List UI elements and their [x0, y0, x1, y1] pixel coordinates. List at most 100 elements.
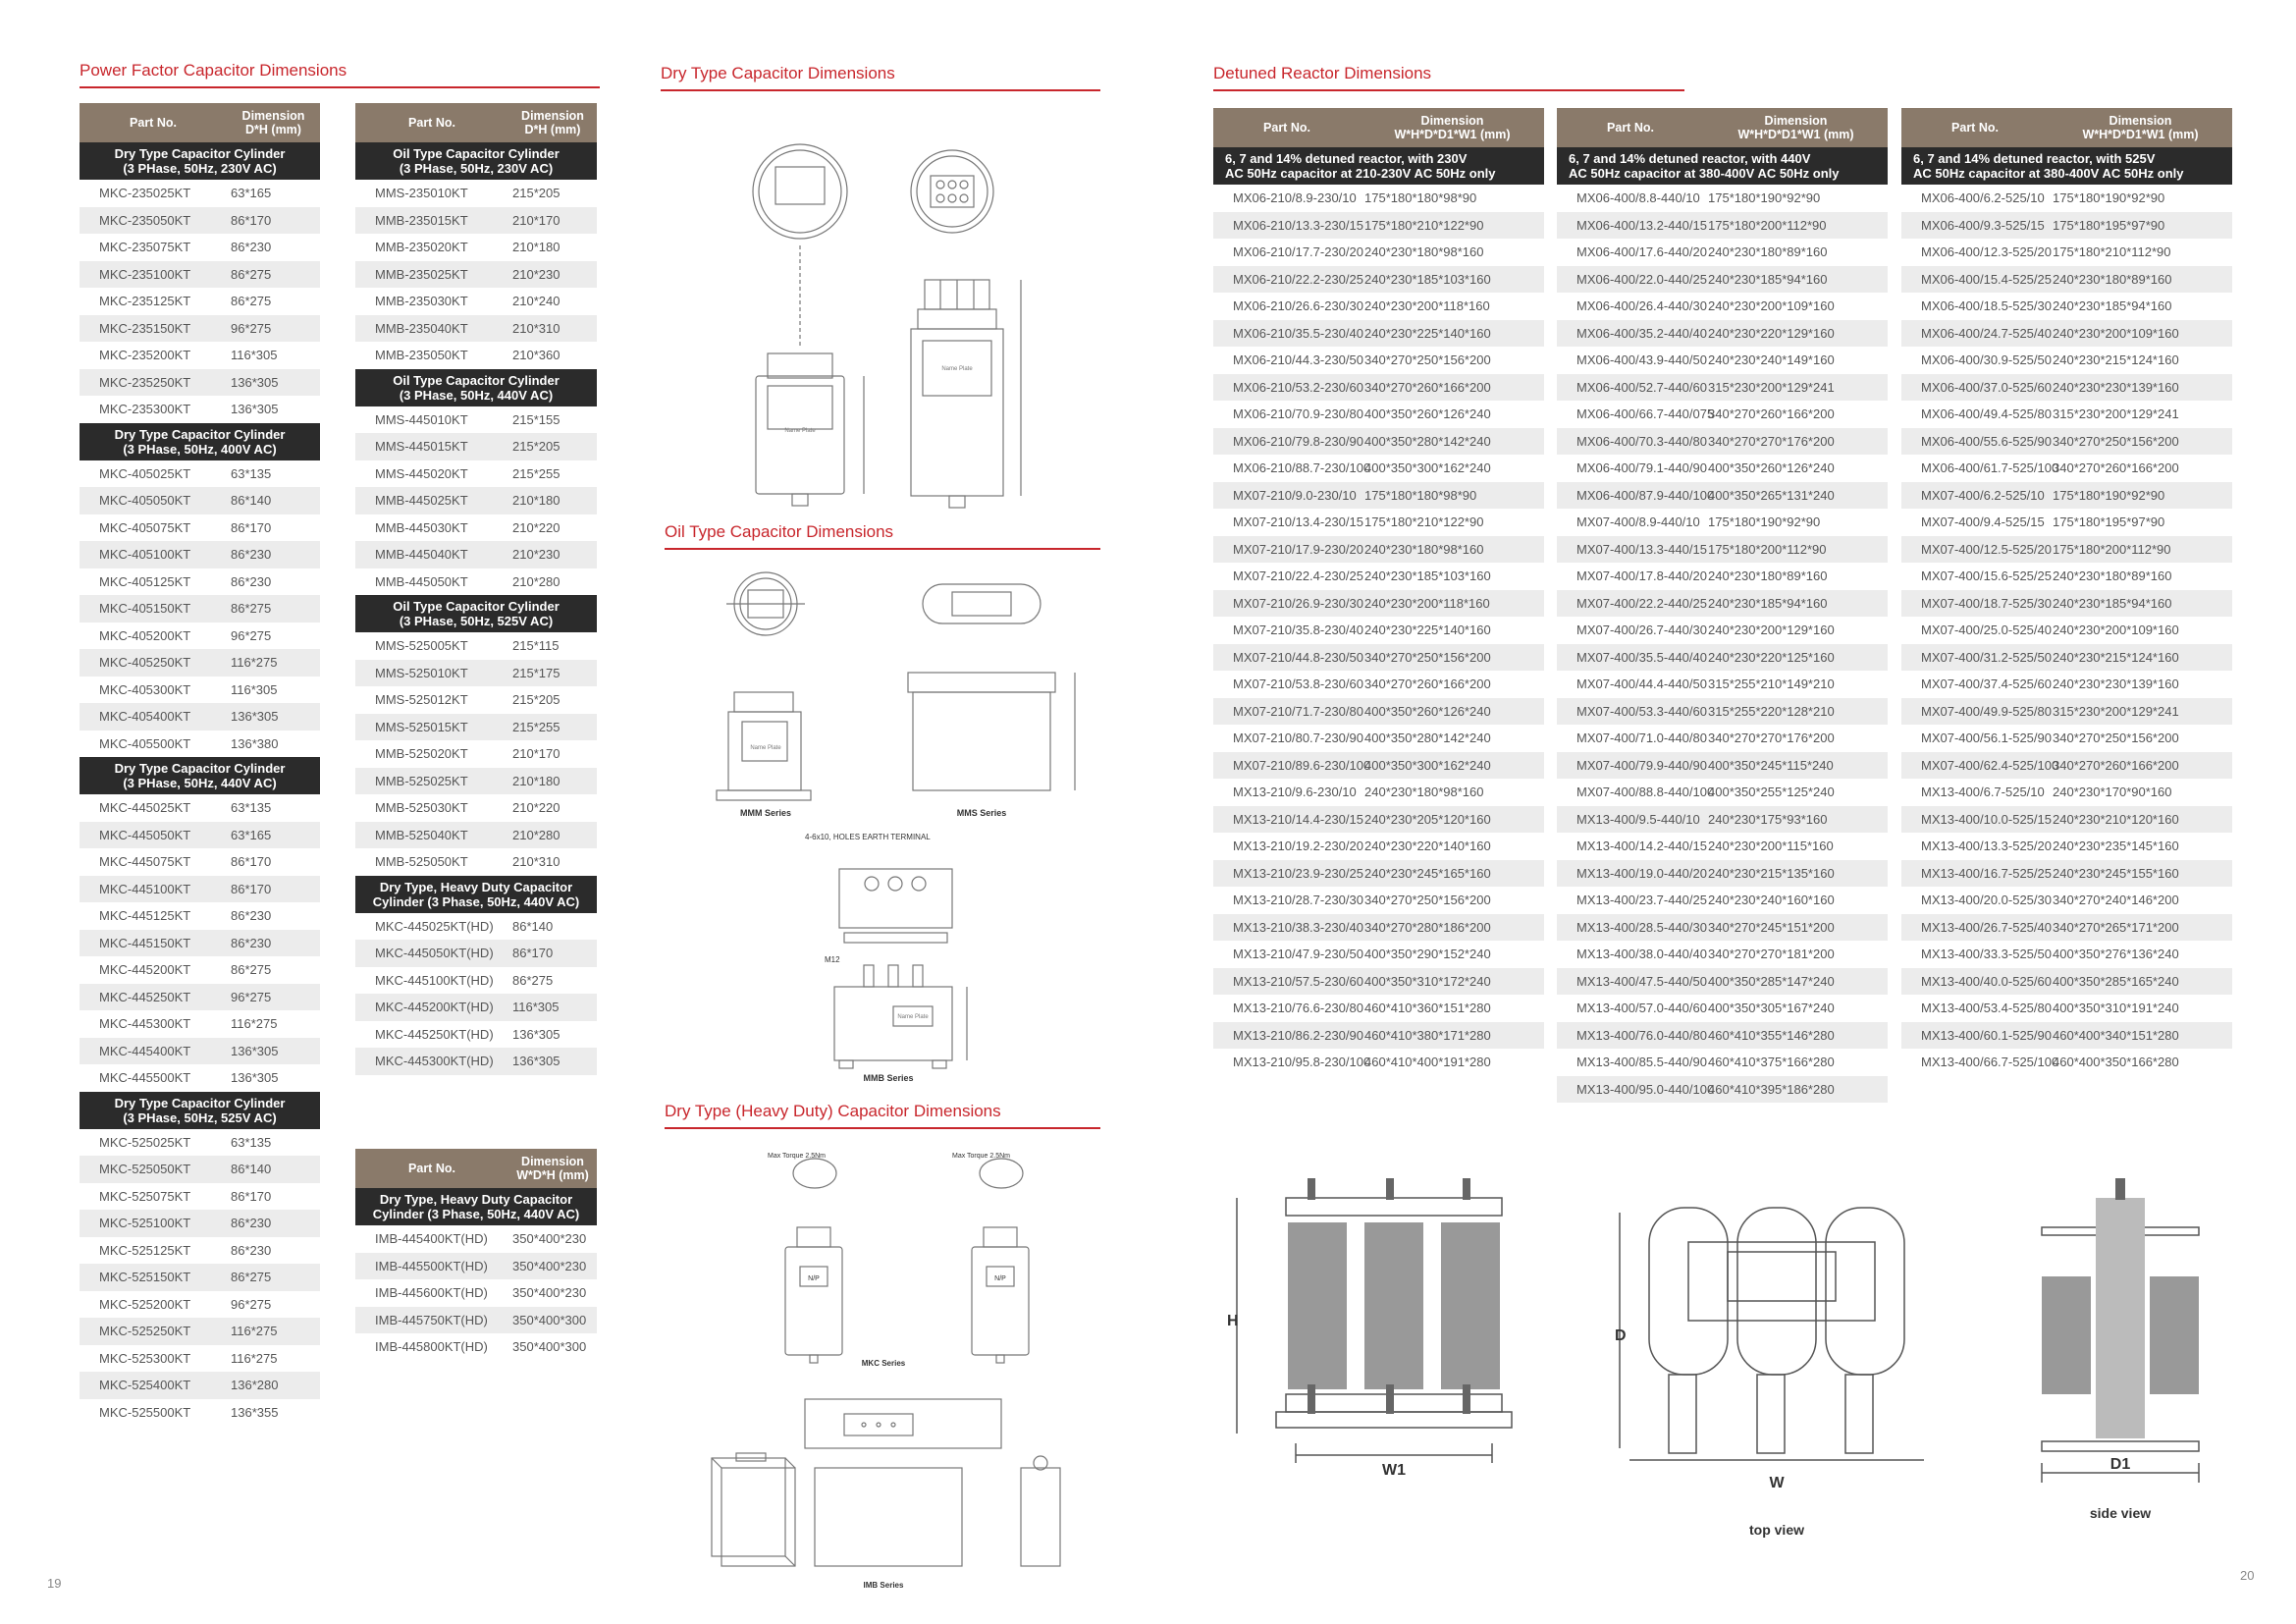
- part-number-cell: MKC-525125KT: [80, 1236, 227, 1264]
- part-number-cell: MKC-235025KT: [80, 180, 227, 207]
- part-number-cell: MKC-525200KT: [80, 1290, 227, 1318]
- dimension-cell: 86*275: [227, 1264, 320, 1291]
- reactor-title-underline: [1213, 89, 1684, 91]
- dimension-cell: 175*180*200*112*90: [1704, 535, 1888, 563]
- dimension-cell: 175*180*190*92*90: [1704, 185, 1888, 212]
- part-number-cell: MX13-400/20.0-525/30: [1901, 887, 2052, 914]
- dimension-cell: 136*305: [508, 1048, 597, 1075]
- part-number-cell: MX07-400/25.0-525/40: [1901, 617, 2052, 644]
- part-number-cell: MKC-235075KT: [80, 234, 227, 261]
- dimension-cell: 86*230: [227, 234, 320, 261]
- dimension-cell: 240*230*220*140*160: [1361, 833, 1544, 860]
- dimension-cell: 340*270*250*156*200: [1361, 643, 1544, 671]
- part-number-cell: MX06-400/6.2-525/10: [1901, 185, 2049, 212]
- part-number-cell: MKC-525025KT: [80, 1128, 227, 1156]
- oil-type-capacitor-drawing: Name Plate Name Plate MMM Series MMS Ser…: [716, 571, 1076, 1083]
- d-dimension-label: D: [1615, 1327, 1627, 1344]
- part-number-cell: MKC-235100KT: [80, 260, 227, 288]
- dimension-cell: 116*275: [227, 1010, 320, 1038]
- part-number-cell: MX07-210/35.8-230/40: [1213, 617, 1363, 644]
- part-number-cell: MX06-400/87.9-440/100: [1557, 481, 1714, 509]
- group-header-row: Dry Type Capacitor Cylinder (3 PHase, 50…: [80, 422, 320, 460]
- dimension-cell: 240*230*185*94*160: [2049, 589, 2232, 617]
- part-number-cell: MX06-210/88.7-230/100: [1213, 455, 1370, 482]
- dimension-cell: 340*270*250*156*200: [2049, 725, 2232, 752]
- dimension-cell: 240*230*200*109*160: [1704, 293, 1888, 320]
- dimension-cell: 86*275: [227, 956, 320, 984]
- group-header-row: 6, 7 and 14% detuned reactor, with 230V …: [1213, 147, 1544, 185]
- part-number-cell: MMB-525020KT: [355, 740, 508, 768]
- dimension-cell: 400*350*285*147*240: [1704, 967, 1888, 995]
- dimension-cell: 96*275: [227, 314, 320, 342]
- table-row: IMB-445800KT(HD)350*400*300: [355, 1333, 597, 1361]
- dimension-cell: 86*230: [227, 902, 320, 930]
- part-number-cell: MX06-210/70.9-230/80: [1213, 401, 1363, 428]
- dimension-cell: 86*170: [227, 848, 320, 876]
- part-number-cell: MKC-525075KT: [80, 1182, 227, 1210]
- imb-series-label: IMB Series: [864, 1581, 904, 1590]
- part-number-cell: MMB-445040KT: [355, 541, 508, 568]
- dimension-cell: 340*270*270*176*200: [1704, 427, 1888, 455]
- dimension-cell: 96*275: [227, 1290, 320, 1318]
- dimension-cell: 175*180*190*92*90: [1704, 509, 1888, 536]
- part-number-cell: MKC-405300KT: [80, 676, 227, 703]
- part-number-cell: MX06-400/49.4-525/80: [1901, 401, 2052, 428]
- name-plate-label: Name Plate: [897, 1014, 929, 1020]
- part-number-cell: MX13-210/14.4-230/15: [1213, 805, 1363, 833]
- part-number-cell: MX13-400/40.0-525/60: [1901, 967, 2052, 995]
- part-number-cell: MX07-210/89.6-230/100: [1213, 751, 1370, 779]
- part-number-cell: MX06-210/79.8-230/90: [1213, 427, 1363, 455]
- dimension-cell: 116*275: [227, 1318, 320, 1345]
- part-number-cell: MX07-210/53.8-230/60: [1213, 671, 1363, 698]
- dimension-cell: 136*380: [227, 730, 320, 757]
- part-number-cell: MX06-400/13.2-440/15: [1557, 211, 1707, 239]
- part-number-cell: MMB-445030KT: [355, 514, 508, 541]
- part-number-cell: IMB-445400KT(HD): [355, 1225, 508, 1253]
- dimension-cell: 215*115: [508, 632, 597, 660]
- dimension-cell: 210*310: [508, 848, 597, 876]
- dimension-cell: 340*270*250*156*200: [2049, 427, 2232, 455]
- dimension-cell: 240*230*180*89*160: [2049, 265, 2232, 293]
- reactor-440v-table: Part No.Dimension W*H*D*D1*W1 (mm) 6, 7 …: [1557, 108, 1888, 1103]
- dimension-cell: 240*230*200*115*160: [1704, 833, 1888, 860]
- group-title: 6, 7 and 14% detuned reactor, with 525V …: [1901, 147, 2232, 185]
- dimension-cell: 340*270*280*186*200: [1361, 913, 1544, 941]
- dimension-cell: 63*135: [227, 794, 320, 822]
- dimension-cell: 400*350*265*131*240: [1704, 481, 1888, 509]
- part-number-cell: MX06-400/61.7-525/100: [1901, 455, 2058, 482]
- col-dimension: Dimension W*H*D*D1*W1 (mm): [1704, 108, 1888, 147]
- part-number-cell: MX07-210/17.9-230/20: [1213, 535, 1363, 563]
- dimension-cell: 175*180*210*112*90: [2049, 239, 2232, 266]
- dimension-cell: 86*170: [227, 1182, 320, 1210]
- dimension-cell: 240*230*180*98*160: [1361, 779, 1544, 806]
- part-number-cell: MKC-445075KT: [80, 848, 227, 876]
- part-number-cell: MX07-210/9.0-230/10: [1213, 481, 1361, 509]
- part-number-cell: MKC-235150KT: [80, 314, 227, 342]
- dimension-cell: 136*305: [508, 1020, 597, 1048]
- dimension-cell: 136*305: [227, 1037, 320, 1064]
